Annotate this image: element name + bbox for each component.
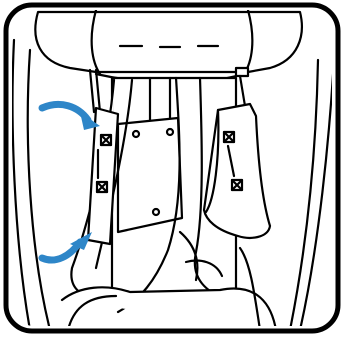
instruction-illustration bbox=[0, 0, 344, 337]
illustration-canvas bbox=[0, 0, 344, 337]
